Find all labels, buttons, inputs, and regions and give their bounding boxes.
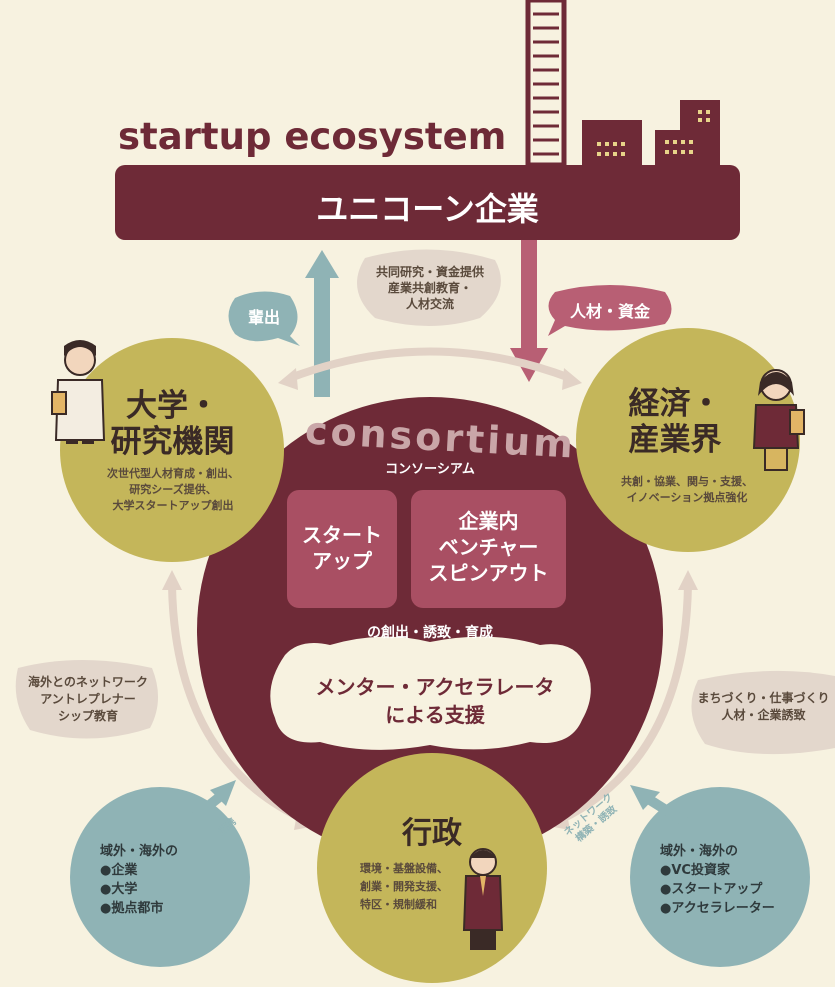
industry-desc: 共創・協業、関与・支援、 イノベーション拠点強化 [621,475,753,504]
outer-left-arrowhead [210,780,236,806]
haishutsu-label: 輩出 [247,308,280,327]
unicorn-bar [115,165,740,240]
bubble-top-center-text: 共同研究・資金提供 産業共創教育・ 人材交流 [375,265,484,311]
venture-box-text: 企業内 ベンチャー スピンアウト [428,509,549,585]
outer-left-circle [70,787,250,967]
bubble-haishutsu [228,291,300,346]
industry-title: 経済・ 産業界 [628,386,722,458]
factory-buildings [582,100,720,168]
outer-left-text: 域外・海外の ●企業 ●大学 ●拠点都市 [100,844,179,916]
consortium-label: コンソーシアム [385,462,475,477]
startup-box-text: スタート アップ [302,523,382,573]
bubble-jinzai [548,285,672,336]
unicorn-label: ユニコーン企業 [316,190,539,228]
industry-circle [576,328,800,552]
bubble-left [15,660,159,739]
outer-right-circle [630,787,810,967]
university-title: 大学・ 研究機関 [110,388,235,460]
person-industry-icon [752,369,805,471]
tower-building [525,0,567,168]
outer-arrows [184,791,688,827]
bubble-right [691,670,835,755]
ecosystem-title: startup ecosystem [118,115,507,158]
mentor-cloud [270,636,591,750]
person-university-icon [51,340,106,444]
bubble-left-text: 海外とのネットワーク アントレプレナー シップ教育 [28,675,148,723]
outer-right-arrowhead [630,785,660,810]
bubble-top-center [357,249,501,326]
bubble-right-text: まちづくり・仕事づくり 人材・企業誘致 [697,691,830,722]
outer-right-text: 域外・海外の ●VC投資家 ●スタートアップ ●アクセラレーター [660,844,775,916]
government-title: 行政 [402,816,462,851]
university-desc: 次世代型人材育成・創出、 研究シーズ提供、 大学スタートアップ創出 [107,467,239,512]
person-government-icon [462,848,504,950]
jinzai-shikin-label: 人材・資金 [569,302,650,321]
government-desc: 環境・基盤設備、 創業・開発支援、 特区・規制緩和 [360,862,448,911]
consortium-caption: の創出・誘致・育成 [367,625,493,641]
mentor-text: メンター・アクセラレータ による支援 [315,675,555,727]
university-circle [60,338,284,562]
venture-box [411,490,566,608]
startup-box [287,490,397,608]
